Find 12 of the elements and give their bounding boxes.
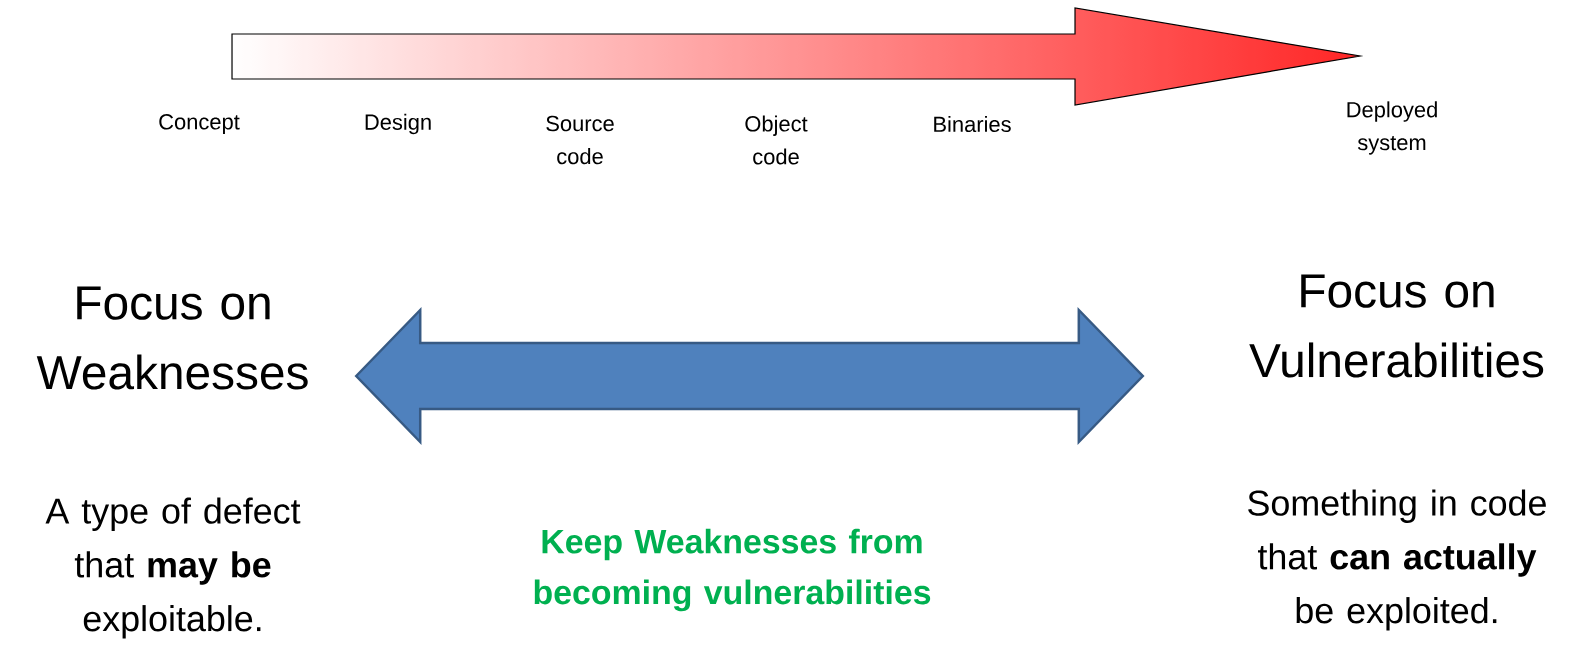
stage-label: Object code <box>745 115 808 165</box>
stage-label: Deployed system <box>1347 101 1437 155</box>
description-text: A type of defect that may be exploitable. <box>45 497 301 639</box>
stage-label: Source code <box>546 115 614 165</box>
description-text: Something in code that can actually be exploited. <box>1248 489 1546 631</box>
heading: Focus on Weaknesses <box>36 286 308 390</box>
stage-label: Design <box>365 113 431 135</box>
stage-label: Binaries <box>934 115 1011 133</box>
stage-label: Concept <box>159 114 240 134</box>
heading: Focus on Vulnerabilities <box>1249 274 1544 378</box>
double-arrow <box>354 306 1145 446</box>
note-text: Keep Weaknesses from becoming vulnerabilities <box>534 528 931 612</box>
